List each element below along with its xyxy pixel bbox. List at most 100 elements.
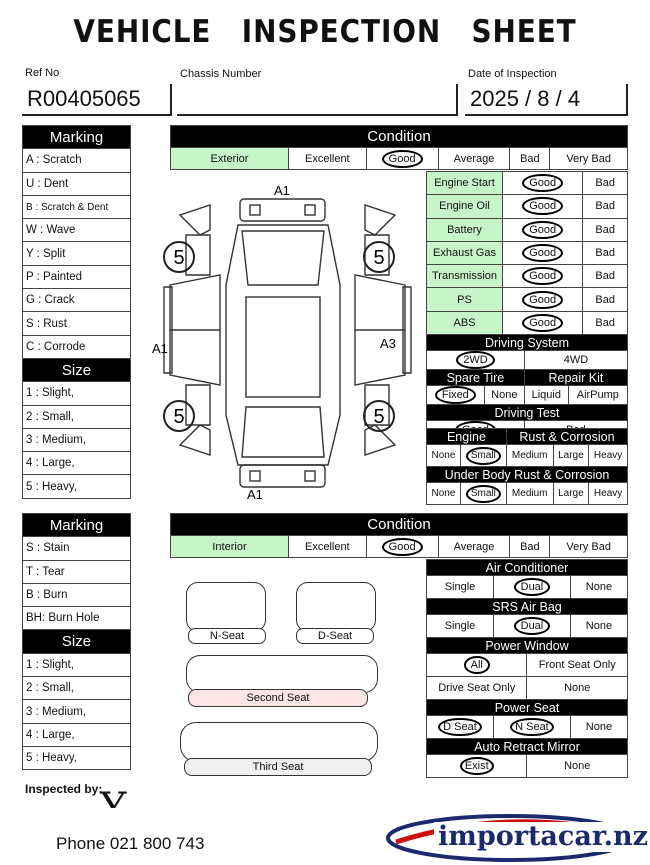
check-label: PS: [426, 287, 503, 312]
marking-item: U : Dent: [22, 171, 131, 196]
size-item: 1 : Slight,: [22, 652, 131, 678]
pw-front-only[interactable]: Front Seat Only: [526, 653, 628, 677]
check-good[interactable]: Good: [501, 310, 584, 336]
pw-all[interactable]: All: [425, 653, 528, 677]
selected-mark: Dual: [513, 578, 551, 596]
underbody-large[interactable]: Large: [552, 482, 590, 505]
underbody-heavy[interactable]: Heavy: [588, 482, 628, 505]
grade-good[interactable]: Good: [365, 535, 439, 558]
check-good[interactable]: Good: [501, 264, 584, 289]
check-good[interactable]: Good: [501, 217, 584, 242]
third-seat-label: Third Seat: [184, 758, 372, 776]
grade-very-bad[interactable]: Very Bad: [549, 535, 628, 558]
rust-none[interactable]: None: [426, 444, 461, 467]
size-item: 4 : Large,: [22, 451, 131, 476]
selected-mark: Good: [522, 313, 564, 332]
rust-heavy[interactable]: Heavy: [588, 444, 628, 467]
opt-4wd[interactable]: 4WD: [523, 350, 629, 370]
selected-mark: All: [463, 656, 490, 674]
d-seat-label: D-Seat: [296, 628, 374, 644]
signature-text: Y. MARUO: [100, 785, 146, 808]
grade-average[interactable]: Average: [437, 535, 511, 558]
driving-system-header: Driving System: [426, 334, 628, 351]
rust-large[interactable]: Large: [552, 444, 590, 467]
tire-mark: 5: [173, 406, 184, 428]
pw-drive-only[interactable]: Drive Seat Only: [425, 676, 528, 700]
check-bad[interactable]: Bad: [582, 194, 628, 219]
ps-none[interactable]: None: [569, 715, 629, 739]
marking-item: Y : Split: [22, 241, 131, 266]
selected-mark: Fixed: [434, 386, 476, 404]
check-good[interactable]: Good: [501, 287, 584, 312]
opt-fixed[interactable]: Fixed: [426, 385, 485, 405]
selected-mark: Good: [381, 537, 423, 556]
check-good[interactable]: Good: [501, 194, 584, 219]
car-diagram[interactable]: 5 5 5 5 A1 A1 A3 A1: [150, 175, 425, 505]
exterior-condition-table: Condition Exterior Excellent Good Averag…: [170, 125, 628, 170]
grade-average[interactable]: Average: [437, 147, 511, 170]
check-bad[interactable]: Bad: [582, 240, 628, 266]
grade-bad[interactable]: Bad: [509, 535, 551, 558]
ps-d-seat[interactable]: D Seat: [426, 715, 494, 739]
marking-item: B : Burn: [22, 582, 131, 608]
rust-small[interactable]: Small: [459, 444, 507, 467]
srs-single[interactable]: Single: [426, 614, 494, 638]
third-seat-back[interactable]: [180, 722, 378, 762]
mirror-exist[interactable]: Exist: [425, 754, 528, 778]
selected-mark: Good: [522, 290, 564, 309]
ac-single[interactable]: Single: [426, 575, 494, 599]
ac-dual[interactable]: Dual: [492, 575, 571, 599]
opt-2wd[interactable]: 2WD: [426, 350, 525, 370]
d-seat-back[interactable]: [296, 582, 376, 632]
srs-none[interactable]: None: [569, 614, 629, 638]
driving-test-header: Driving Test: [426, 404, 628, 421]
rust-medium[interactable]: Medium: [505, 444, 554, 467]
grade-excellent[interactable]: Excellent: [288, 535, 367, 558]
condition-header: Condition: [170, 513, 628, 536]
engine-header: Engine: [426, 428, 507, 445]
underbody-medium[interactable]: Medium: [505, 482, 554, 505]
date-label: Date of Inspection: [468, 68, 557, 80]
underbody-none[interactable]: None: [426, 482, 461, 505]
marking-item: S : Rust: [22, 311, 131, 336]
signature: Y. MARUO: [100, 780, 350, 808]
selected-mark: Good: [522, 220, 564, 239]
date-field[interactable]: 2025 / 8 / 4: [465, 84, 628, 116]
check-good[interactable]: Good: [501, 240, 584, 266]
rust-header: Rust & Corrosion: [505, 428, 629, 445]
check-bad[interactable]: Bad: [582, 217, 628, 242]
check-label: Engine Oil: [426, 194, 503, 219]
check-bad[interactable]: Bad: [582, 310, 628, 336]
opt-airpump[interactable]: AirPump: [567, 385, 629, 405]
check-good[interactable]: Good: [501, 170, 584, 196]
opt-none[interactable]: None: [483, 385, 525, 405]
grade-good[interactable]: Good: [365, 147, 439, 170]
grade-very-bad[interactable]: Very Bad: [549, 147, 628, 170]
srs-dual[interactable]: Dual: [492, 614, 571, 638]
size-header: Size: [22, 629, 131, 654]
ac-none[interactable]: None: [569, 575, 629, 599]
interior-condition-table: Condition Interior Excellent Good Averag…: [170, 513, 628, 558]
grade-excellent[interactable]: Excellent: [288, 147, 367, 170]
chassis-field[interactable]: [177, 84, 458, 116]
mirror-none[interactable]: None: [526, 754, 628, 778]
n-seat-back[interactable]: [186, 582, 266, 632]
opt-liquid[interactable]: Liquid: [523, 385, 569, 405]
importacar-logo: importacar.nz: [386, 812, 650, 862]
pw-none[interactable]: None: [526, 676, 628, 700]
selected-mark: Good: [522, 267, 564, 286]
check-bad[interactable]: Bad: [582, 287, 628, 312]
underbody-small[interactable]: Small: [459, 482, 507, 505]
check-bad[interactable]: Bad: [582, 264, 628, 289]
marking-item: S : Stain: [22, 536, 131, 561]
tire-mark: 5: [173, 247, 184, 269]
size-item: 5 : Heavy,: [22, 474, 131, 499]
selected-mark: N Seat: [510, 718, 554, 736]
check-bad[interactable]: Bad: [582, 170, 628, 196]
underbody-header: Under Body Rust & Corrosion: [426, 466, 628, 483]
ref-field[interactable]: R00405065: [22, 84, 172, 116]
grade-bad[interactable]: Bad: [509, 147, 551, 170]
second-seat-back[interactable]: [186, 655, 378, 693]
ps-n-seat[interactable]: N Seat: [492, 715, 571, 739]
